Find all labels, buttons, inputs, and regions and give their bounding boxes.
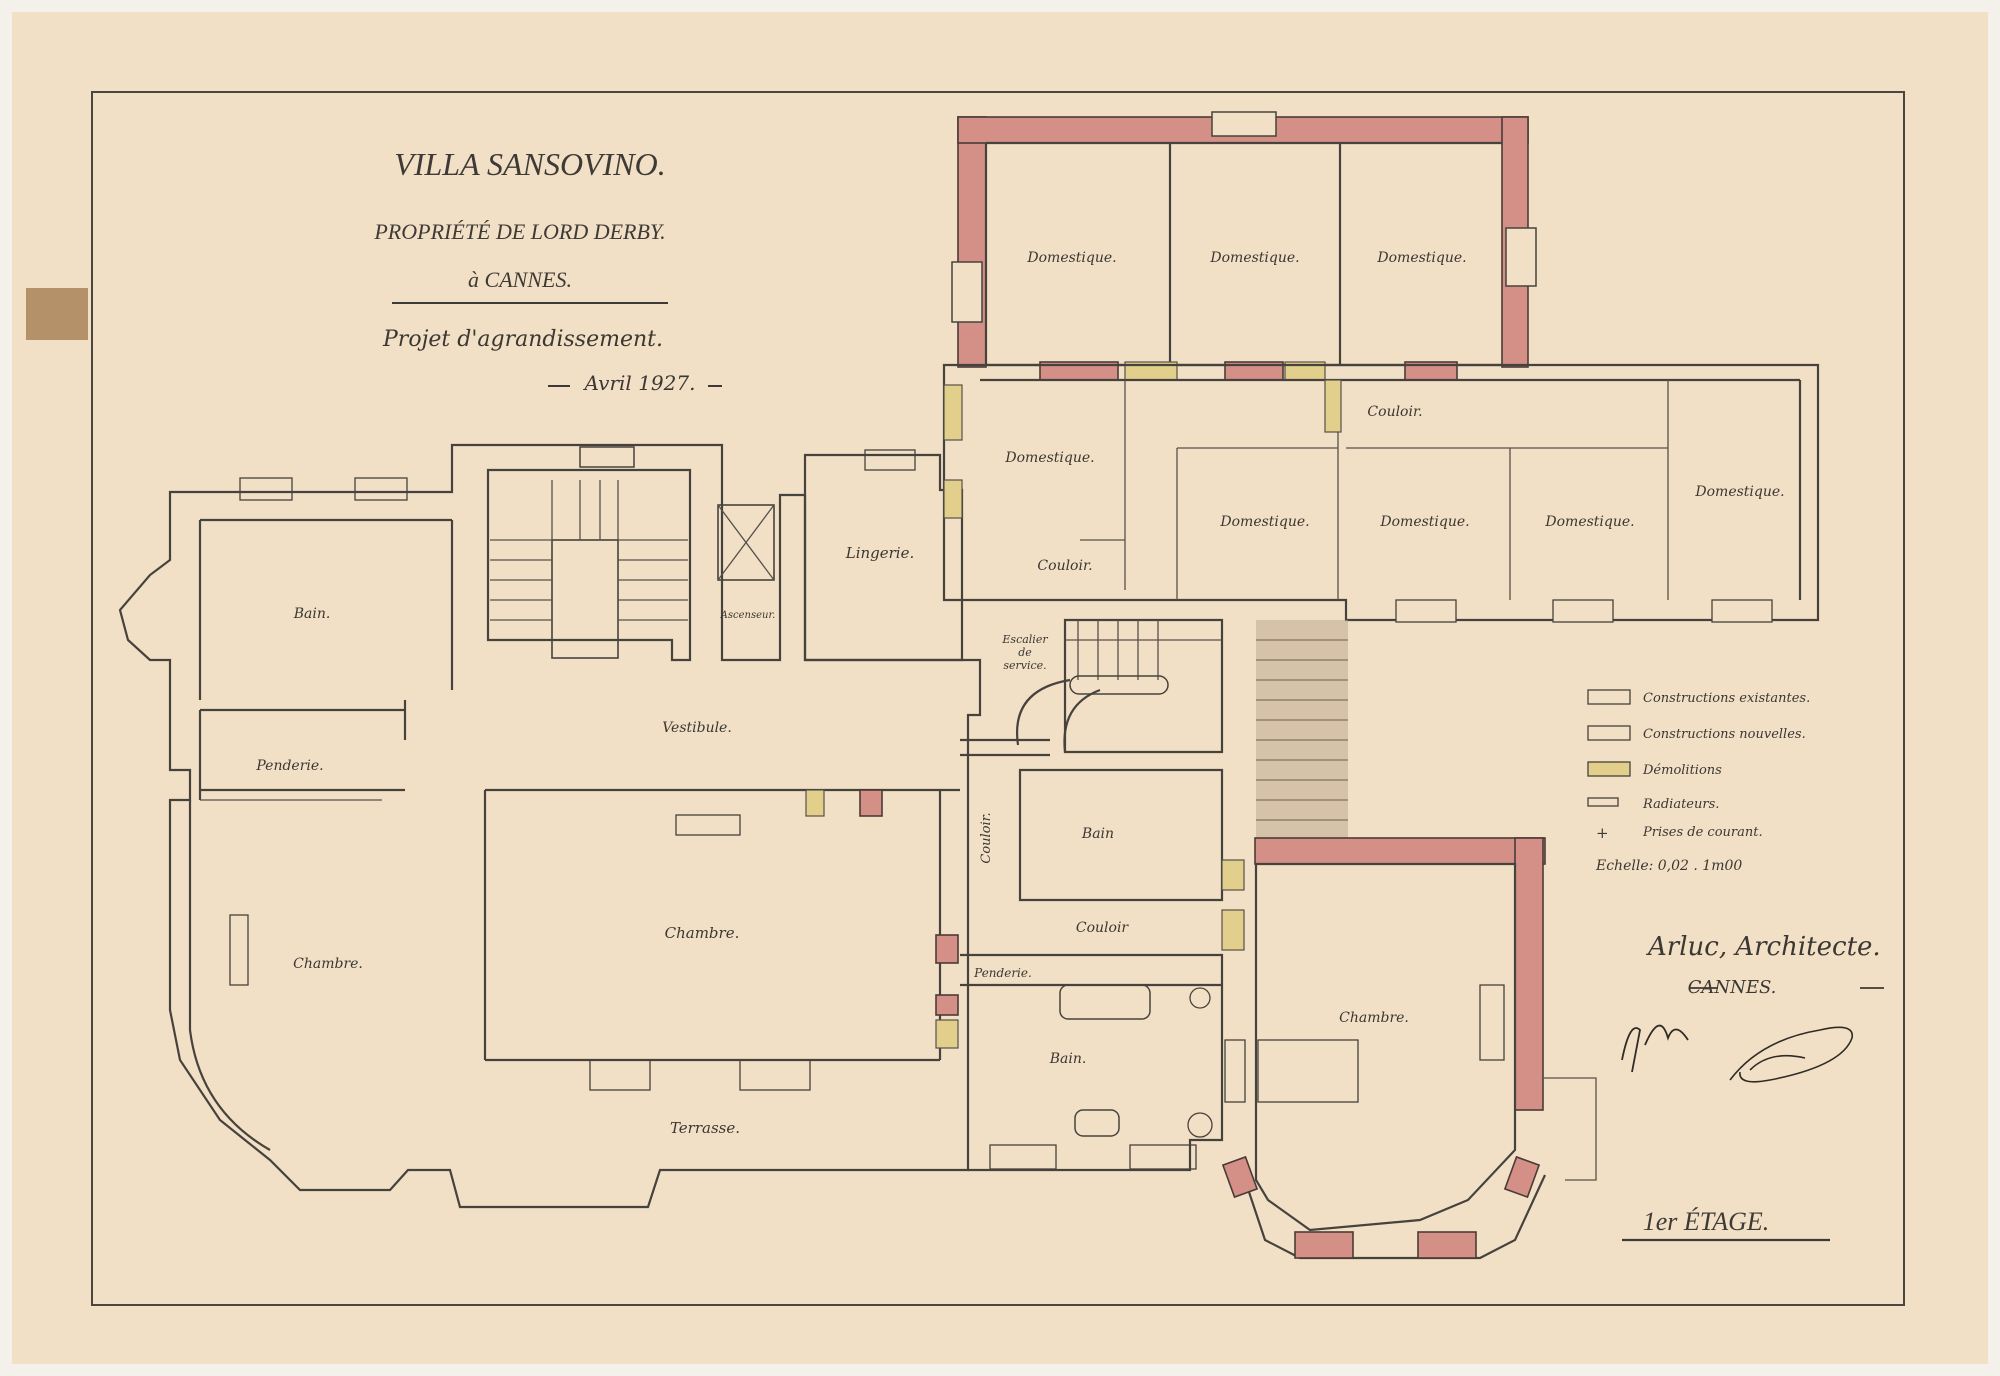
legend-radiators-label: Radiateurs. (1642, 797, 1719, 812)
room-escalier-1: Escalier (1001, 633, 1048, 646)
project-label: Projet d'agrandissement. (382, 327, 663, 352)
legend-scale-label: Echelle: 0,02 . 1m00 (1595, 858, 1742, 874)
room-couloir-south: Couloir (1076, 920, 1130, 936)
paper-background (12, 12, 1988, 1364)
date-label: Avril 1927. (583, 371, 696, 395)
room-couloir-north: Couloir. (1367, 404, 1422, 420)
room-escalier-3: service. (1003, 659, 1046, 672)
room-couloir-mid: Couloir. (1037, 558, 1092, 574)
room-domestique-3: Domestique. (1376, 250, 1466, 266)
lift-shaft (717, 504, 775, 581)
legend-swatch-existing (1587, 689, 1631, 705)
room-chambre-east: Chambre. (1339, 1010, 1409, 1026)
room-domestique-2: Domestique. (1209, 250, 1299, 266)
west-wing (118, 443, 982, 1209)
architect-name: Arluc, Architecte. (1646, 932, 1881, 962)
legend-plus-icon: + (1596, 824, 1609, 842)
room-bain-center: Bain (1081, 826, 1114, 842)
legend-swatch-demolitions (1587, 761, 1631, 777)
north-window (1211, 111, 1277, 137)
room-chambre-center: Chambre. (665, 924, 740, 942)
room-domestique-5: Domestique. (1219, 514, 1309, 530)
room-ascenseur: Ascenseur. (720, 610, 776, 621)
legend-outlets-label: Prises de courant. (1642, 825, 1763, 840)
ramp-hatching (1256, 639, 1348, 821)
west-window (951, 261, 983, 323)
servant-block (942, 363, 1820, 623)
title-line2: PROPRIÉTÉ DE LORD DERBY. (373, 219, 665, 244)
legend-radiator-icon (1587, 797, 1619, 807)
room-escalier-2: de (1018, 646, 1032, 659)
signature-right (1729, 1026, 1853, 1083)
legend-new-label: Constructions nouvelles. (1643, 727, 1806, 742)
north-wing-wall-red-left (957, 116, 987, 368)
room-vestibule: Vestibule. (662, 720, 732, 736)
room-bain-west: Bain. (293, 606, 331, 622)
room-terrasse: Terrasse. (670, 1119, 740, 1137)
east-bedroom (1221, 837, 1597, 1260)
legend-existing-label: Constructions existantes. (1643, 691, 1810, 706)
room-chambre-west: Chambre. (293, 956, 363, 972)
floor-label-block: 1er ÉTAGE. (1622, 1207, 1830, 1242)
room-domestique-6: Domestique. (1379, 514, 1469, 530)
title-line1: VILLA SANSOVINO. (394, 146, 665, 182)
tape-patch (26, 288, 88, 340)
legend-demolitions-label: Démolitions (1642, 763, 1722, 778)
room-penderie-west: Penderie. (255, 758, 323, 774)
room-lingerie: Lingerie. (845, 544, 915, 562)
architect-city: CANNES. (1688, 977, 1777, 998)
legend: Constructions existantes. Constructions … (1587, 689, 1810, 874)
title-block: VILLA SANSOVINO. PROPRIÉTÉ DE LORD DERBY… (373, 146, 722, 395)
legend-swatch-new (1587, 725, 1631, 741)
room-bain-south: Bain. (1049, 1051, 1087, 1067)
room-couloir-vertical: Couloir. (979, 812, 994, 863)
north-wing (951, 111, 1537, 381)
architect-block: Arluc, Architecte. CANNES. (1621, 932, 1884, 1083)
room-labels: Domestique. Domestique. Domestique. Coul… (255, 250, 1784, 1137)
ramp-shaded (1256, 620, 1348, 842)
signature-left (1621, 1024, 1689, 1073)
room-domestique-8: Domestique. (1694, 484, 1784, 500)
room-domestique-7: Domestique. (1544, 514, 1634, 530)
title-line3: à CANNES. (468, 267, 572, 292)
room-domestique-1: Domestique. (1026, 250, 1116, 266)
main-stair (486, 446, 775, 662)
service-area (803, 449, 1348, 842)
room-domestique-4: Domestique. (1004, 450, 1094, 466)
center-block (935, 738, 1245, 1172)
room-penderie-center: Penderie. (973, 966, 1032, 980)
drawing-border (91, 91, 1905, 1306)
floor-label: 1er ÉTAGE. (1643, 1207, 1770, 1236)
south-windows-east (1395, 599, 1457, 623)
east-window (1505, 227, 1537, 287)
